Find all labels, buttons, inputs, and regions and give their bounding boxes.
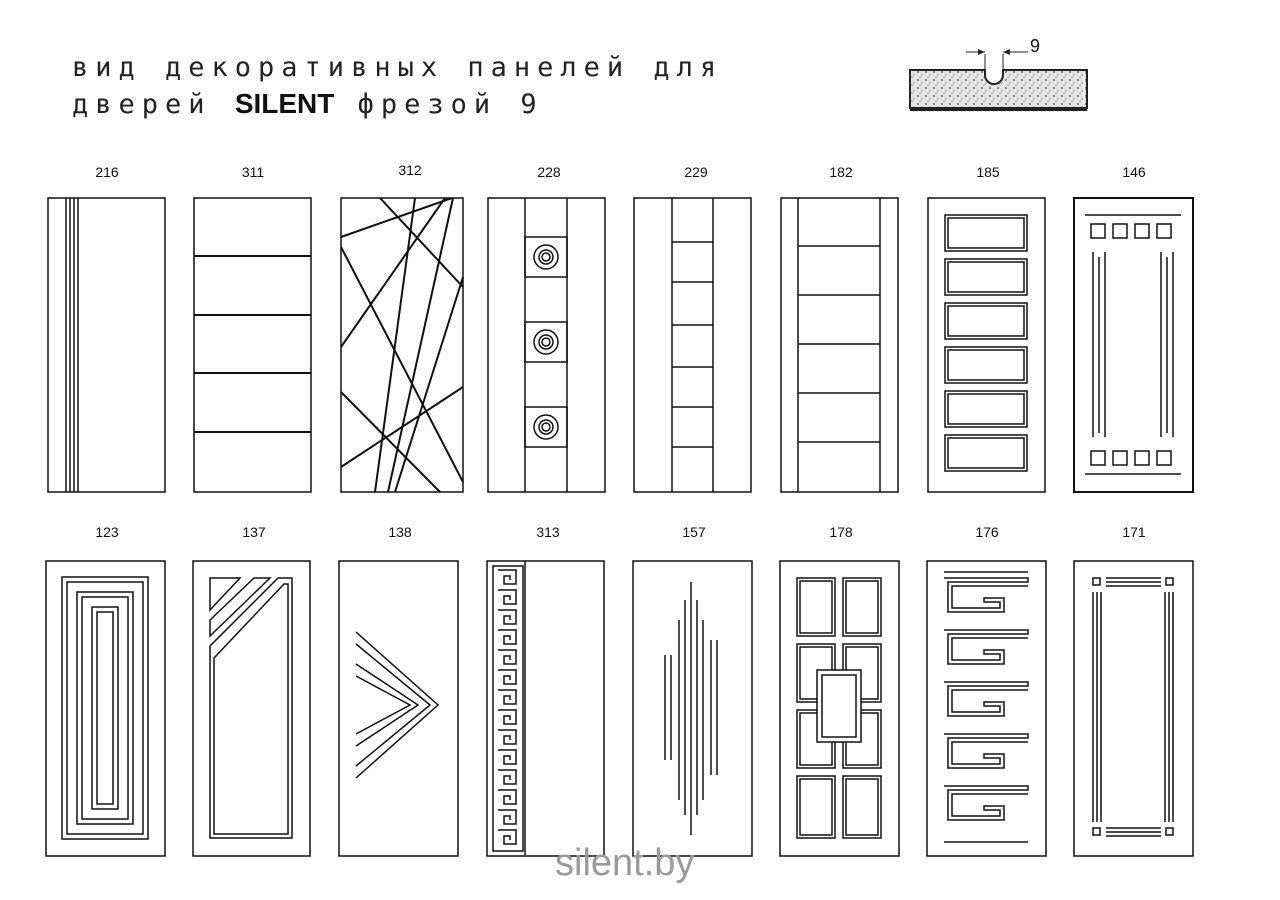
panel-code-229: 229	[684, 164, 708, 180]
panel-311[interactable]	[193, 197, 313, 494]
panel-code-138: 138	[388, 524, 412, 540]
panel-176[interactable]	[926, 560, 1048, 858]
panel-code-178: 178	[829, 524, 853, 540]
panel-code-313: 313	[536, 524, 560, 540]
panel-code-123: 123	[95, 524, 119, 540]
panel-229[interactable]	[633, 197, 753, 494]
panel-216[interactable]	[47, 197, 167, 494]
panel-code-171: 171	[1122, 524, 1146, 540]
panel-312[interactable]	[340, 197, 465, 494]
panel-138[interactable]	[338, 560, 460, 858]
panel-code-137: 137	[242, 524, 266, 540]
profile-dimension-label: 9	[1030, 36, 1040, 56]
panel-code-146: 146	[1122, 164, 1146, 180]
panel-code-176: 176	[975, 524, 999, 540]
panel-123[interactable]	[45, 560, 167, 858]
title-suffix: фрезой 9	[357, 89, 544, 120]
panel-code-312: 312	[398, 162, 422, 178]
watermark-site: silent.by	[555, 842, 695, 884]
panel-code-228: 228	[537, 164, 561, 180]
panel-182[interactable]	[780, 197, 900, 494]
title-prefix: дверей	[72, 89, 212, 120]
panel-code-185: 185	[976, 164, 1000, 180]
panel-157[interactable]	[632, 560, 754, 858]
page-title-line-2: дверей SILENT фрезой 9	[72, 88, 544, 120]
panel-code-311: 311	[241, 164, 265, 180]
panel-178[interactable]	[779, 560, 901, 858]
panel-code-182: 182	[829, 164, 853, 180]
panel-137[interactable]	[192, 560, 312, 858]
panel-313[interactable]	[486, 560, 606, 858]
page-title-line-1: вид декоративных панелей для	[72, 52, 724, 83]
panel-185[interactable]	[927, 197, 1047, 494]
brand-name: SILENT	[234, 88, 335, 119]
panel-code-216: 216	[95, 164, 119, 180]
panel-228[interactable]	[487, 197, 607, 494]
panel-code-157: 157	[682, 524, 706, 540]
panel-146[interactable]	[1073, 197, 1195, 494]
milling-profile-diagram: 9	[909, 36, 1088, 111]
panel-171[interactable]	[1073, 560, 1195, 858]
